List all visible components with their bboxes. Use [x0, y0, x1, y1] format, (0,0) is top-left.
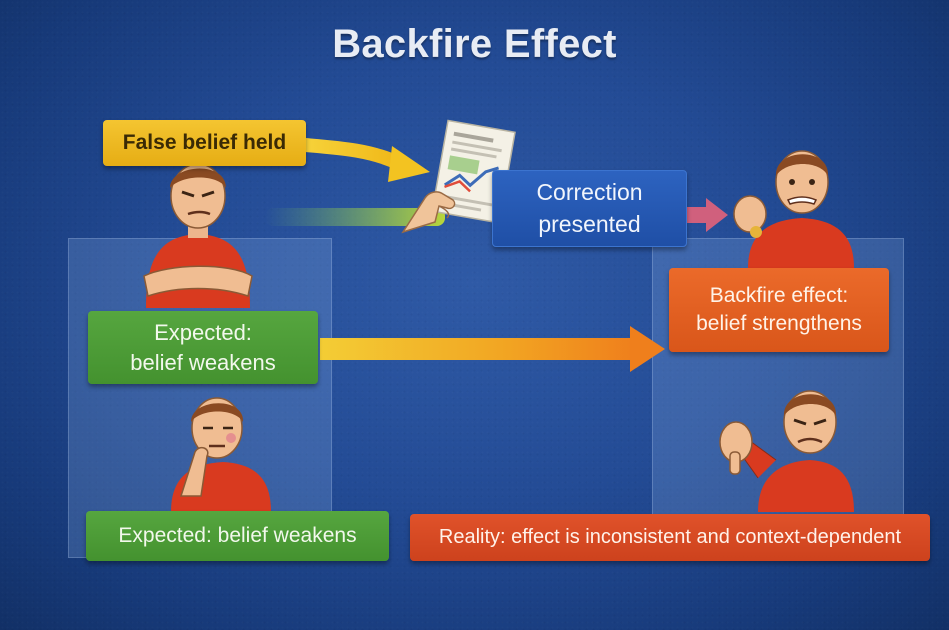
backfire-text-line1: Backfire effect: — [709, 283, 849, 307]
reality-text: Reality: effect is inconsistent and cont… — [438, 526, 902, 548]
expected-top-text-line2: belief weakens — [130, 349, 276, 375]
bored-person-icon — [171, 397, 271, 512]
expected-bottom-label: Expected: belief weakens — [86, 511, 389, 561]
worried-person-icon — [733, 150, 854, 268]
correction-text-line1: Correction — [536, 179, 643, 206]
expected-bottom-text: Expected: belief weakens — [118, 523, 357, 547]
correction-text-line2: presented — [538, 210, 641, 237]
expected-top-label: Expected: belief weakens — [88, 311, 318, 384]
false-belief-text: False belief held — [122, 130, 287, 154]
expected-top-text-line1: Expected: — [154, 319, 252, 345]
crossed-arms-person-icon — [143, 163, 253, 308]
correction-label: Correction presented — [492, 170, 687, 247]
hand-icon — [401, 191, 456, 234]
page-title: Backfire Effect — [332, 22, 617, 66]
thumbs-down-person-icon — [719, 390, 854, 512]
backfire-label: Backfire effect: belief strengthens — [669, 268, 889, 352]
backfire-text-line2: belief strengthens — [696, 312, 862, 335]
false-belief-label: False belief held — [103, 120, 306, 166]
reality-label: Reality: effect is inconsistent and cont… — [410, 514, 930, 561]
